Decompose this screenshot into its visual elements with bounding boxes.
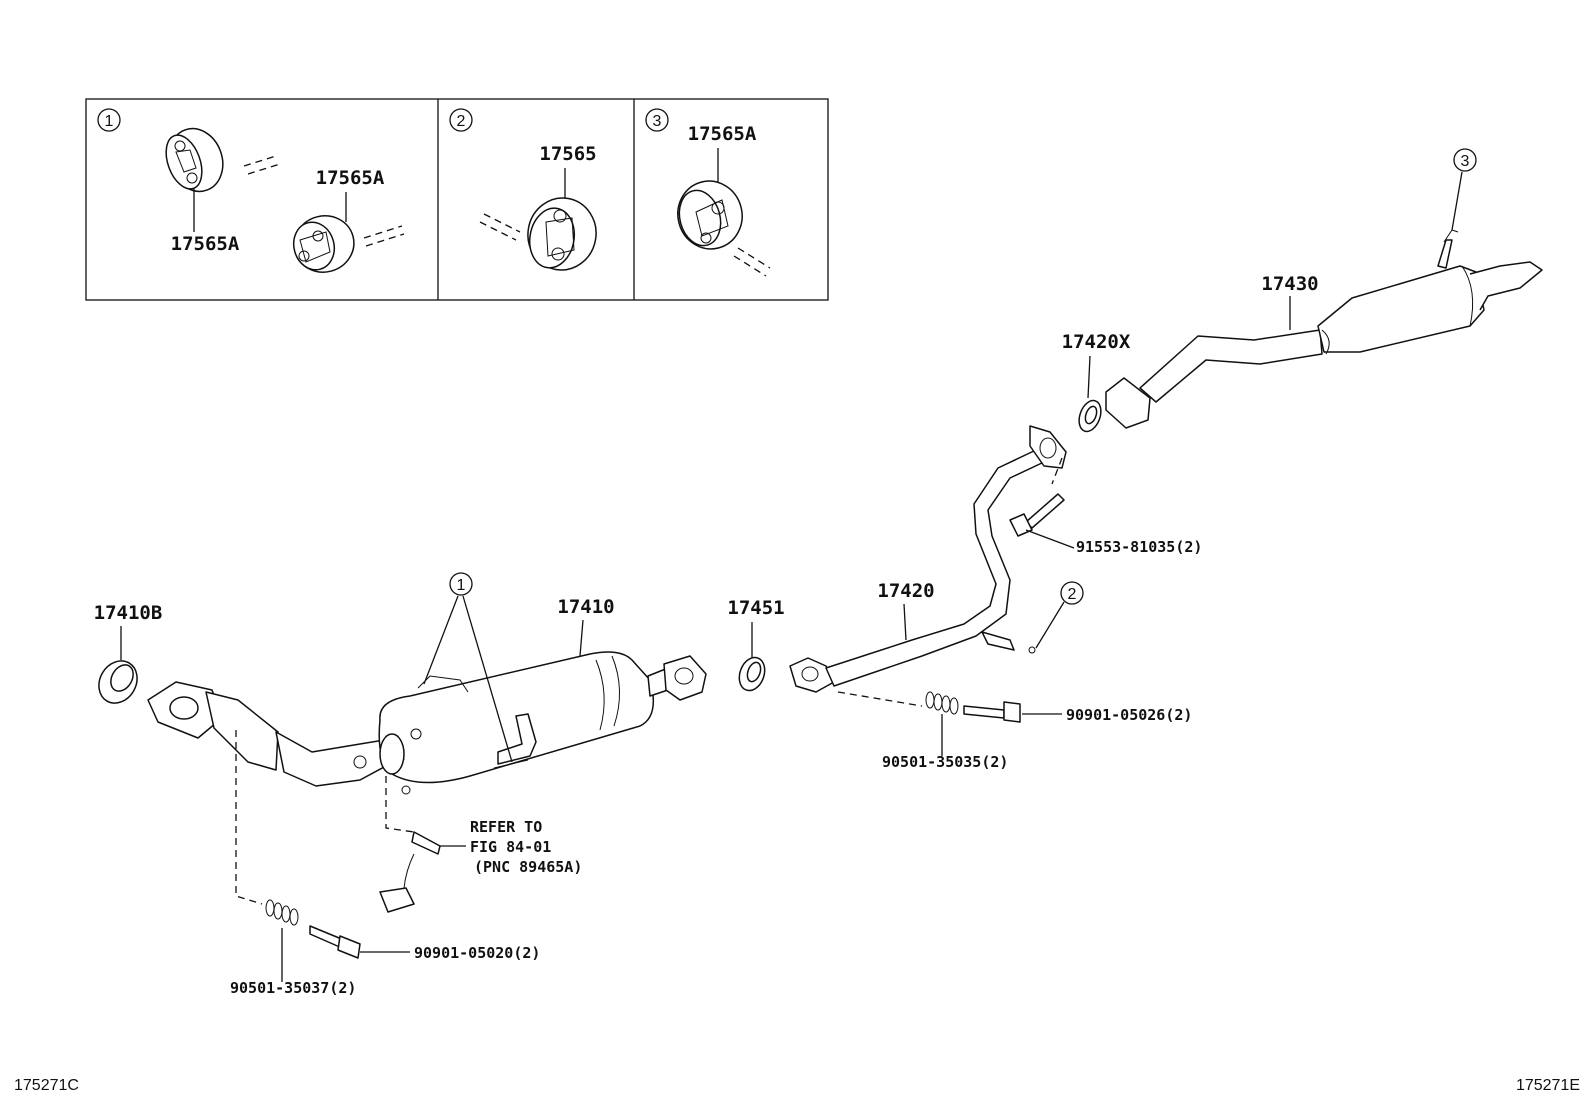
label-90901-05020: 90901-05020(2) xyxy=(414,944,540,962)
refer-note: REFER TO FIG 84-01 (PNC 89465A) xyxy=(470,818,582,876)
rubber-hanger-17565a-upper xyxy=(165,127,224,193)
hanger-inset-box: 1 17565A 17565A xyxy=(85,98,829,301)
bolt-spring-front xyxy=(235,730,410,982)
callout-1-number: 1 xyxy=(457,577,466,594)
label-17565a-lower: 17565A xyxy=(171,233,240,255)
rubber-hanger-17565a-lower xyxy=(292,215,355,273)
callout-2: 2 xyxy=(1035,581,1084,649)
label-17565a-upper: 17565A xyxy=(316,167,385,189)
label-17565a-panel3: 17565A xyxy=(688,123,757,145)
callout-1: 1 xyxy=(423,572,513,763)
inset-panel-2-number: 2 xyxy=(457,113,466,130)
label-17451: 17451 xyxy=(727,597,784,619)
inset-panel-1: 1 17565A 17565A xyxy=(97,108,405,273)
label-91553-81035: 91553-81035(2) xyxy=(1076,538,1202,556)
label-17410b: 17410B xyxy=(94,602,163,624)
refer-line-3: (PNC 89465A) xyxy=(474,858,582,876)
callout-2-number: 2 xyxy=(1068,586,1077,603)
oxygen-sensor xyxy=(379,776,466,913)
tailpipe-muffler-17430 xyxy=(1105,229,1543,429)
inset-panel-2: 2 17565 xyxy=(449,108,597,271)
front-pipe-converter-17410 xyxy=(147,651,707,795)
callout-3: 3 xyxy=(1451,148,1477,231)
callout-3-number: 3 xyxy=(1461,153,1470,170)
center-pipe-17420 xyxy=(789,425,1067,693)
inset-panel-1-number: 1 xyxy=(105,113,114,130)
gasket-17420x: 17420X xyxy=(1062,331,1131,433)
bolt-91553 xyxy=(1009,457,1075,549)
rubber-hanger-17565a-panel3 xyxy=(677,180,743,250)
figure-code-left: 175271C xyxy=(14,1077,79,1094)
gasket-17410b: 17410B xyxy=(94,602,163,704)
label-17565: 17565 xyxy=(539,143,596,165)
bolt-spring-center xyxy=(837,691,1062,756)
label-17430: 17430 xyxy=(1261,273,1318,295)
inset-panel-3: 3 17565A xyxy=(645,108,771,277)
label-17410: 17410 xyxy=(557,596,614,618)
label-17420: 17420 xyxy=(877,580,934,602)
gasket-17451: 17451 xyxy=(727,597,785,692)
label-17420x: 17420X xyxy=(1062,331,1131,353)
refer-line-2: FIG 84-01 xyxy=(470,838,551,856)
figure-code-right: 175271E xyxy=(1516,1077,1580,1094)
inset-panel-3-number: 3 xyxy=(653,113,662,130)
label-90501-35037: 90501-35037(2) xyxy=(230,979,356,997)
rubber-hanger-17565 xyxy=(527,197,597,271)
label-90901-05026: 90901-05026(2) xyxy=(1066,706,1192,724)
refer-line-1: REFER TO xyxy=(470,818,542,836)
label-90501-35035: 90501-35035(2) xyxy=(882,753,1008,771)
